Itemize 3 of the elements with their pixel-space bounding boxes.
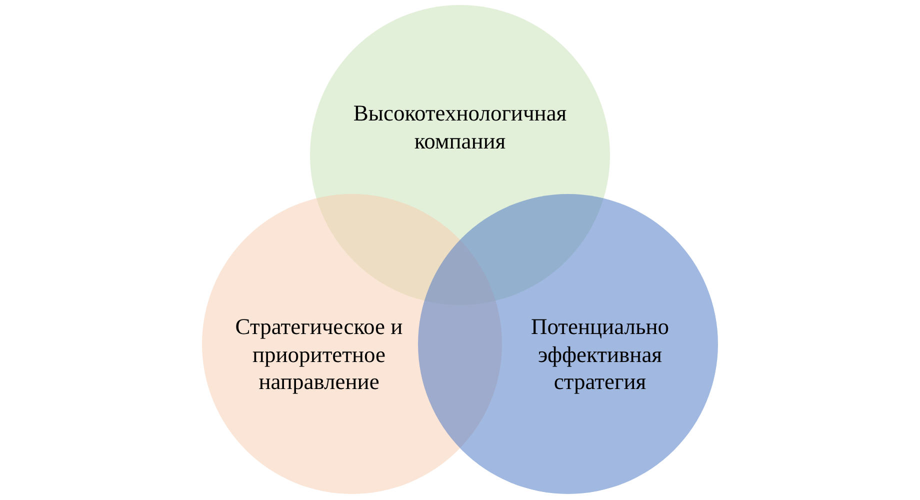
circle-label: Стратегическое и приоритетное направление — [234, 312, 404, 396]
circle-label: Потенциально эффективная стратегия — [530, 312, 670, 396]
circle-label: Высокотехнологичная компания — [353, 100, 567, 154]
